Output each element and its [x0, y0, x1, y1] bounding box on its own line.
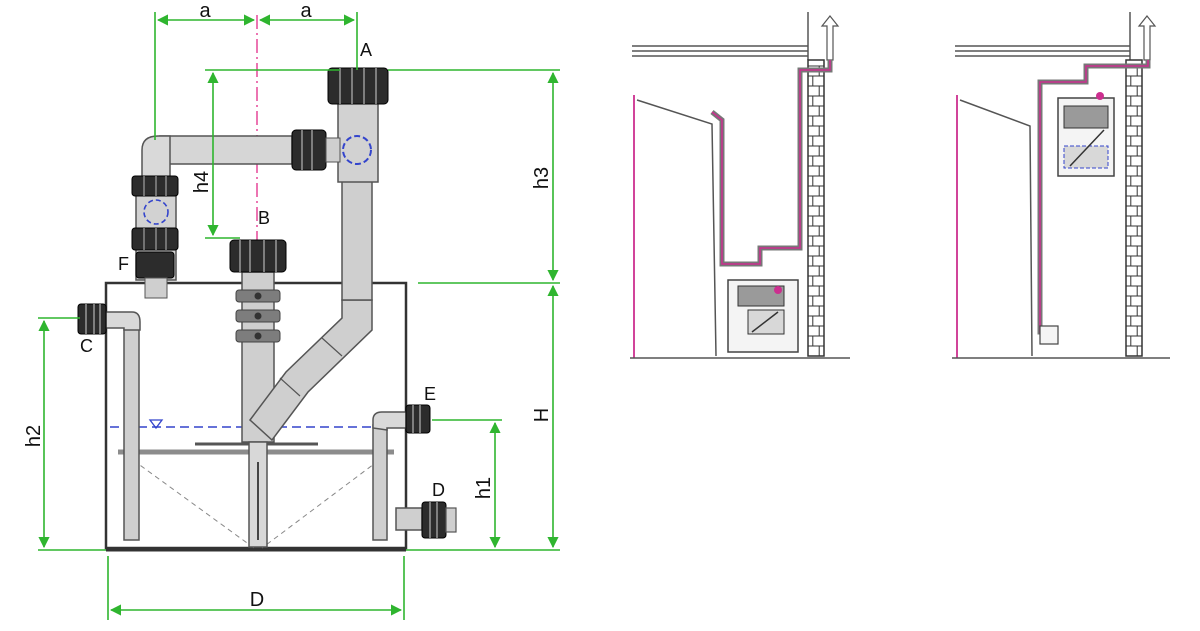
overflow-pipe-c — [77, 303, 141, 541]
outlet-pipe-a — [327, 67, 389, 301]
dim-label-a-left: a — [199, 0, 211, 22]
overflow-pipe-e — [372, 404, 431, 541]
label-point-d: D — [432, 480, 445, 500]
installation-view-1 — [630, 12, 850, 359]
drain-outlet-d — [395, 501, 457, 539]
dim-label-a-right: a — [300, 0, 312, 22]
brick-wall-icon — [807, 59, 825, 357]
vent-pipe-f — [131, 129, 341, 299]
label-point-c: C — [80, 336, 93, 356]
label-point-b: B — [258, 208, 270, 228]
dim-label-h1: h1 — [473, 477, 495, 499]
label-point-e: E — [424, 384, 436, 404]
dim-label-h4: h4 — [191, 171, 213, 193]
label-point-f: F — [118, 254, 129, 274]
dimension-lines — [38, 12, 560, 620]
dim-label-diameter: D — [250, 589, 264, 611]
water-level-icon — [148, 419, 164, 430]
arrow-up-icon — [820, 15, 840, 61]
brick-wall-icon — [1125, 59, 1143, 357]
dim-label-h3: h3 — [531, 167, 553, 189]
label-point-a: A — [360, 40, 372, 60]
tank-section-view: a a h4 h3 H h1 h2 D A B C D E F — [23, 0, 560, 620]
installation-view-2 — [952, 12, 1170, 359]
dim-label-total-height: H — [531, 408, 553, 422]
dim-label-h2: h2 — [23, 425, 45, 447]
arrow-up-icon — [1137, 15, 1157, 61]
